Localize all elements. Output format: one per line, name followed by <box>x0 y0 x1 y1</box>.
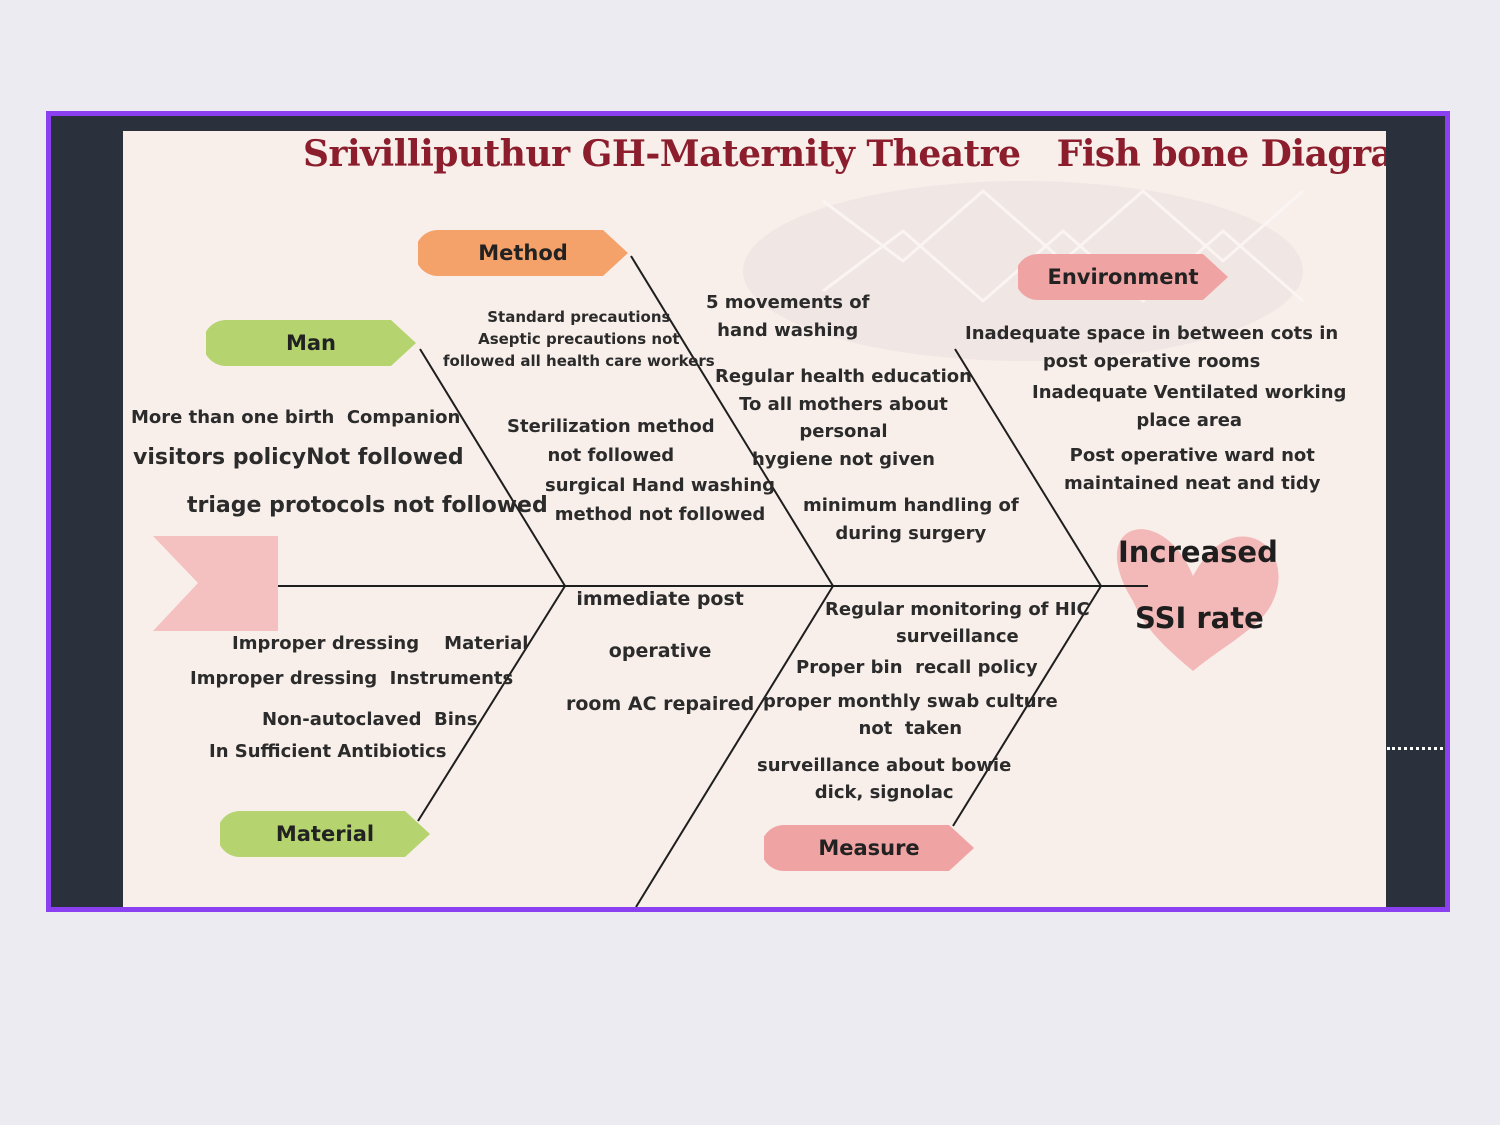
fish-tail-shape <box>153 536 278 631</box>
slide-frame: Srivilliputhur GH-Maternity Theatre Fish… <box>46 111 1450 912</box>
cause-antibiotics: In Sufficient Antibiotics <box>209 741 447 762</box>
cause-bin-recall: Proper bin recall policy <box>796 657 1038 678</box>
category-environment: Environment <box>1018 254 1228 300</box>
cause-hic-monitoring: Regular monitoring of HIC surveillance <box>825 599 1090 647</box>
cause-room-ac: immediate post operative room AC repaire… <box>566 588 755 715</box>
effect-label-line2: SSI rate <box>1135 601 1264 635</box>
cause-birth-companion: More than one birth Companion <box>131 407 461 428</box>
effect-label-line1: Increased <box>1118 535 1278 569</box>
cause-non-autoclaved-bins: Non-autoclaved Bins <box>262 709 478 730</box>
cause-dressing-material: Improper dressing Material <box>232 633 529 654</box>
dotted-divider <box>1387 747 1443 750</box>
cause-visitors-policy: visitors policyNot followed <box>133 445 464 470</box>
cause-surgical-hand-washing: surgical Hand washing method not followe… <box>545 475 776 525</box>
category-measure: Measure <box>764 825 974 871</box>
cause-swab-culture: proper monthly swab culture not taken <box>763 691 1058 739</box>
cause-inadequate-space: Inadequate space in between cots in post… <box>965 323 1339 372</box>
category-man: Man <box>206 320 416 366</box>
cause-ward-maintenance: Post operative ward not maintained neat … <box>1064 445 1321 494</box>
cause-bowie-dick: surveillance about bowie dick, signolac <box>757 755 1012 803</box>
category-method: Method <box>418 230 628 276</box>
category-material: Material <box>220 811 430 857</box>
cause-hand-washing-movements: 5 movements of hand washing <box>706 292 870 341</box>
cause-minimum-handling: minimum handling of during surgery <box>803 495 1019 544</box>
cause-standard-precautions: Standard precautions Aseptic precautions… <box>443 308 715 370</box>
cause-sterilization: Sterilization method not followed <box>507 416 715 466</box>
effect-heart-shape <box>1116 529 1279 671</box>
slide: Srivilliputhur GH-Maternity Theatre Fish… <box>123 131 1386 907</box>
cause-triage: triage protocols not followed <box>187 493 548 518</box>
cause-ventilation: Inadequate Ventilated working place area <box>1032 382 1347 431</box>
cause-health-education: Regular health education To all mothers … <box>715 366 972 470</box>
diagram-title: Srivilliputhur GH-Maternity Theatre Fish… <box>303 133 1386 175</box>
cause-dressing-instruments: Improper dressing Instruments <box>190 668 514 689</box>
